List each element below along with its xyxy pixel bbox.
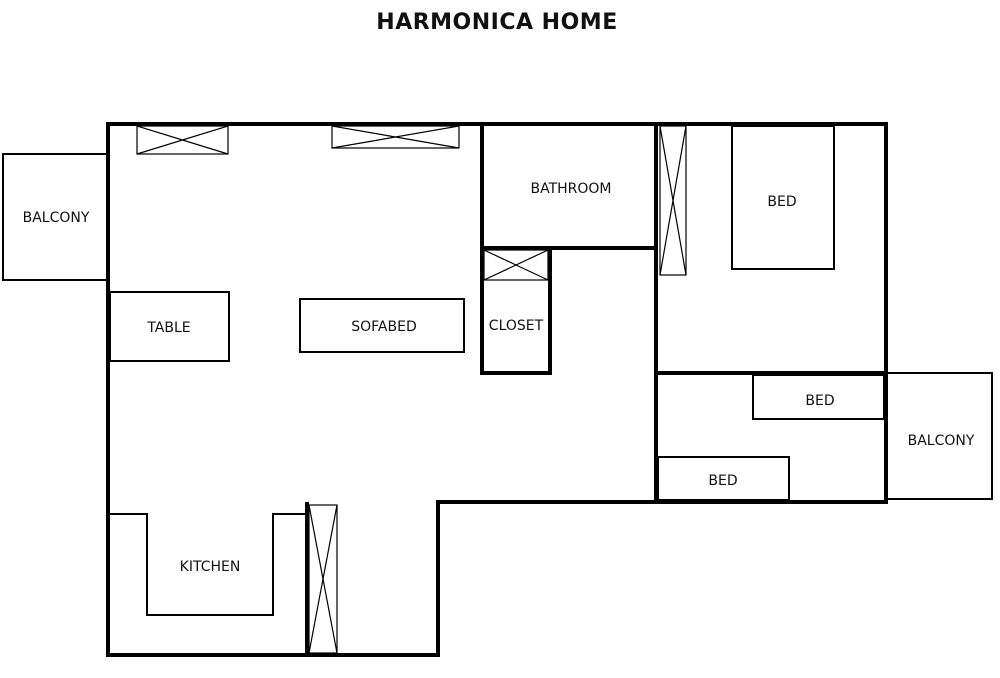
window-top-middle: [331, 125, 460, 149]
outer-walls: [106, 122, 888, 657]
closet-shelf: [483, 249, 549, 281]
bed-lower: BED: [657, 456, 790, 501]
kitchen-label: KITCHEN: [180, 559, 241, 575]
bed-upper-label: BED: [805, 393, 834, 409]
balcony-right-label: BALCONY: [908, 433, 975, 449]
closet-label: CLOSET: [489, 318, 544, 334]
balcony-left: BALCONY: [2, 153, 109, 281]
cabinet-kitchen: [308, 504, 338, 654]
bathroom-label: BATHROOM: [530, 181, 611, 197]
bed-lower-label: BED: [708, 473, 737, 489]
sofabed-label: SOFABED: [351, 319, 416, 335]
table: TABLE: [109, 291, 230, 362]
bed-master-label: BED: [767, 194, 796, 210]
window-top-left: [136, 125, 229, 155]
balcony-left-label: BALCONY: [23, 210, 90, 226]
table-label: TABLE: [146, 320, 190, 336]
plan-title: HARMONICA HOME: [376, 10, 617, 35]
wardrobe-bedroom: [659, 125, 687, 276]
bed-upper: BED: [752, 374, 885, 420]
bed-master: BED: [731, 125, 835, 270]
sofabed: SOFABED: [299, 298, 465, 353]
interior-walls: [305, 122, 888, 657]
kitchen-counter: KITCHEN: [110, 513, 305, 616]
balcony-right: BALCONY: [885, 372, 993, 500]
